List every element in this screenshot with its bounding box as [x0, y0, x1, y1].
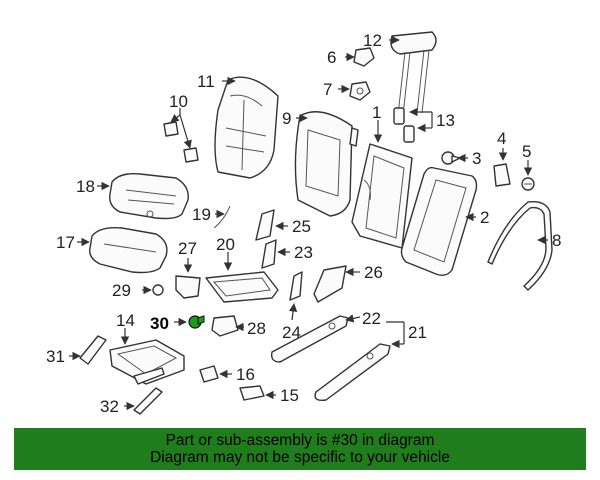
callout-14: 14 [116, 311, 135, 330]
callout-10: 10 [169, 92, 188, 111]
info-banner: Part or sub-assembly is #30 in diagram D… [14, 428, 586, 470]
part-21-seat-track-right [314, 343, 391, 402]
part-1-seatback-frame [351, 143, 413, 249]
part-24 [289, 271, 303, 301]
callout-18: 18 [76, 177, 95, 196]
callout-25: 25 [292, 217, 311, 236]
callout-23: 23 [294, 243, 313, 262]
banner-line-2: Diagram may not be specific to your vehi… [150, 449, 450, 466]
callout-32: 32 [100, 397, 119, 416]
callout-20: 20 [216, 235, 235, 254]
callout-19: 19 [192, 205, 211, 224]
part-19 [213, 205, 231, 229]
callout-3: 3 [472, 149, 481, 168]
callout-31: 31 [46, 347, 65, 366]
part-11-seatback-cushion [214, 76, 279, 179]
part-28 [211, 315, 239, 337]
callout-16: 16 [236, 365, 255, 384]
part-8-trim-strip [487, 201, 553, 291]
callout-8: 8 [552, 231, 561, 250]
part-18-seat-cushion-pad [109, 172, 189, 220]
callout-13: 13 [436, 111, 455, 130]
part-29 [152, 284, 164, 296]
callout-29: 29 [112, 281, 131, 300]
callout-6: 6 [327, 48, 336, 67]
callout-30: 30 [150, 314, 169, 333]
callout-7: 7 [323, 80, 332, 99]
part-20-seat-pan [205, 271, 279, 303]
callout-15: 15 [280, 386, 299, 405]
part-23 [261, 239, 277, 269]
part-15 [239, 385, 265, 401]
part-2-rear-panel [400, 166, 478, 277]
callout-9: 9 [282, 109, 291, 128]
banner-line-1: Part or sub-assembly is #30 in diagram [165, 432, 435, 449]
part-5 [521, 177, 535, 191]
part-30-highlighted [188, 315, 205, 329]
callout-21: 21 [408, 323, 427, 342]
callout-1: 1 [372, 103, 381, 122]
callout-2: 2 [480, 208, 489, 227]
callout-5: 5 [522, 142, 531, 161]
part-14-seat-base-frame [109, 339, 185, 385]
part-4 [493, 163, 511, 187]
callout-28: 28 [247, 319, 266, 338]
part-17-seat-cushion-cover [89, 226, 168, 274]
part-32 [133, 387, 163, 415]
part-31 [79, 335, 107, 365]
part-25 [255, 209, 275, 241]
part-3 [441, 151, 461, 165]
callout-27: 27 [178, 239, 197, 258]
callout-4: 4 [497, 129, 506, 148]
part-10 [163, 121, 199, 163]
part-12-headrest [390, 31, 437, 116]
callout-24: 24 [282, 323, 301, 342]
callout-22: 22 [362, 309, 381, 328]
part-7 [349, 81, 371, 101]
part-27 [175, 275, 201, 299]
callout-17: 17 [56, 233, 75, 252]
part-6 [353, 47, 375, 67]
callout-11: 11 [197, 72, 215, 91]
part-26 [313, 265, 347, 303]
callout-26: 26 [364, 263, 383, 282]
callout-12: 12 [363, 31, 382, 50]
part-13-guide-sleeves [393, 107, 415, 143]
part-9-seatback-cover [294, 111, 359, 217]
part-16 [199, 365, 219, 383]
